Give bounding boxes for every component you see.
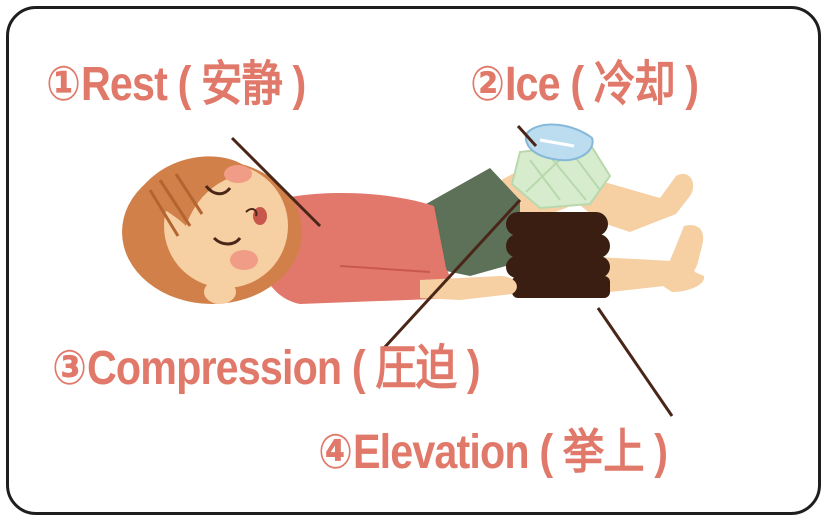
rest-label: ①Rest ( 安静 ) (46, 56, 306, 112)
leader-lines (230, 124, 674, 417)
compression-label: ③Compression ( 圧迫 ) (52, 340, 481, 396)
elevation-label: ④Elevation ( 挙上 ) (318, 424, 668, 480)
elevation-leader-line (596, 307, 674, 417)
rest-number: ① (46, 56, 81, 112)
elevation-text: Elevation ( 挙上 ) (352, 426, 668, 479)
body-shirt-shape (262, 193, 517, 304)
ice-pack-shape (524, 123, 594, 162)
shorts-shape (426, 168, 520, 276)
head-figure (122, 156, 302, 304)
pillow-stack-shape (506, 212, 610, 298)
compression-number: ③ (52, 340, 87, 396)
compression-leader-line (382, 198, 522, 350)
ice-leader-line (516, 124, 538, 148)
elevation-number: ④ (318, 424, 353, 480)
rest-text: Rest ( 安静 ) (80, 58, 306, 111)
rest-leader-line (230, 136, 322, 228)
ice-label: ②Ice ( 冷却 ) (470, 56, 699, 112)
compression-text: Compression ( 圧迫 ) (86, 342, 481, 395)
ice-number: ② (470, 56, 505, 112)
ice-text: Ice ( 冷却 ) (504, 58, 699, 111)
